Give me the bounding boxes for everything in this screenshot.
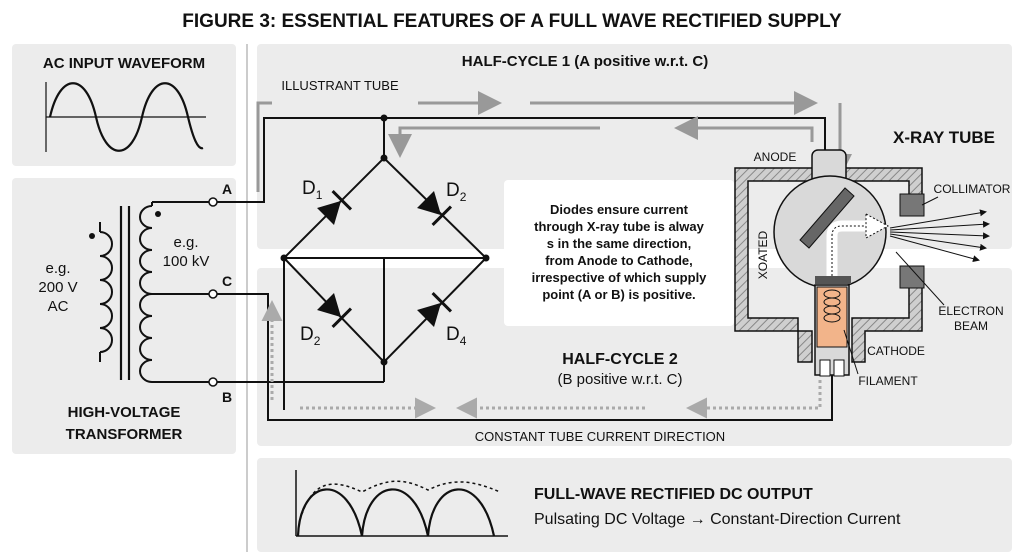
anode-label: ANODE: [754, 150, 797, 164]
ray-2: [889, 220, 990, 231]
node-left: [280, 254, 288, 262]
constant-current-label: CONSTANT TUBE CURRENT DIRECTION: [475, 429, 725, 444]
collimator-upper: [899, 193, 925, 217]
electron-beam-leader: [895, 251, 945, 306]
filament-label: FILAMENT: [858, 374, 918, 388]
note-line-6: point (A or B) is positive.: [542, 287, 695, 302]
diode-d2-top: [417, 191, 453, 227]
terminal-b: [208, 377, 218, 387]
note-line-2: through X-ray tube is alway: [534, 219, 705, 234]
transformer-label-2: TRANSFORMER: [66, 426, 183, 443]
anode-target: [799, 187, 855, 249]
rectified-wave: [296, 488, 496, 537]
collimator-lower: [899, 265, 925, 289]
terminal-a: [208, 197, 218, 207]
wire-a-to-anode: [217, 117, 826, 203]
xray-tube-heading: X-RAY TUBE: [893, 128, 995, 147]
output-heading: FULL-WAVE RECTIFIED DC OUTPUT: [534, 486, 813, 503]
ray-5: [889, 235, 980, 263]
terminal-c-label: C: [222, 273, 232, 289]
node-top-wire: [380, 114, 388, 122]
ac-sine-wave: [48, 82, 204, 152]
smoothed-dc-wave: [299, 480, 501, 521]
diode-d1: [317, 189, 353, 225]
half-cycle-1-label: HALF-CYCLE 1 (A positive w.r.t. C): [462, 53, 708, 70]
d1-label: D1: [302, 178, 323, 202]
output-panel: [257, 458, 1012, 552]
transformer-panel: [12, 178, 236, 454]
electron-beam-outline: [831, 225, 866, 276]
xoated-label: XOATED: [756, 230, 770, 279]
ray-3: [889, 231, 990, 240]
ray-1: [889, 209, 987, 229]
ray-4: [889, 233, 987, 251]
note-line-4: from Anode to Cathode,: [545, 253, 693, 268]
diode-d2-bottom: [317, 293, 353, 329]
primary-label-2: 200 V: [38, 279, 77, 296]
filament-coil: [823, 289, 841, 323]
primary-label-1: e.g.: [45, 260, 70, 277]
filament-leader: [843, 329, 859, 375]
hc1-return-arrow-1: [674, 116, 814, 142]
note-line-3: s in the same direction,: [547, 236, 692, 251]
note-box: [504, 180, 734, 326]
terminal-c: [208, 289, 218, 299]
illustrant-tube-label: ILLUSTRANT TUBE: [281, 78, 399, 93]
secondary-label-2: 100 kV: [163, 253, 210, 270]
transformer-label-1: HIGH-VOLTAGE: [68, 404, 181, 421]
ac-input-heading: AC INPUT WAVEFORM: [43, 55, 205, 72]
note-line-5: irrespective of which supply: [532, 270, 708, 285]
electron-beam-label-2: BEAM: [954, 319, 988, 333]
primary-label-3: AC: [48, 298, 69, 315]
cathode-pin-2: [833, 359, 845, 377]
ac-input-panel: [12, 44, 236, 166]
note-line-1: Diodes ensure current: [550, 202, 689, 217]
secondary-label-1: e.g.: [173, 234, 198, 251]
primary-polarity-dot: [89, 233, 95, 239]
wire-c-to-cathode: [217, 293, 833, 421]
cathode-cup: [816, 286, 848, 348]
node-bottom: [380, 358, 388, 366]
node-right: [482, 254, 490, 262]
diode-d4: [417, 291, 453, 327]
collimator-label: COLLIMATOR: [934, 182, 1011, 196]
node-top: [380, 154, 388, 162]
electron-beam-label-1: ELECTRON: [938, 304, 1003, 318]
half-cycle-2-sublabel: (B positive w.r.t. C): [557, 371, 682, 388]
primary-coil: [99, 231, 113, 353]
cathode-label: CATHODE: [867, 344, 925, 358]
xray-rays: [889, 209, 990, 263]
electron-beam-arrow: [865, 213, 890, 239]
d2-top-label: D2: [446, 180, 467, 204]
collimator-leader: [921, 196, 939, 206]
output-subheading: Pulsating DC Voltage → Constant-Directio…: [534, 511, 901, 528]
d2-bottom-label: D2: [300, 324, 321, 348]
half-cycle-2-label: HALF-CYCLE 2: [562, 351, 678, 368]
terminal-b-label: B: [222, 389, 232, 405]
terminal-a-label: A: [222, 181, 232, 197]
hc1-return-arrow-2: [388, 126, 600, 158]
figure-title: FIGURE 3: ESSENTIAL FEATURES OF A FULL W…: [182, 11, 842, 32]
cathode-plate: [815, 276, 851, 284]
d4-label: D4: [446, 324, 467, 348]
cathode-pin-1: [819, 359, 831, 377]
secondary-polarity-dot: [155, 211, 161, 217]
hc1-path-rise: [256, 101, 272, 192]
